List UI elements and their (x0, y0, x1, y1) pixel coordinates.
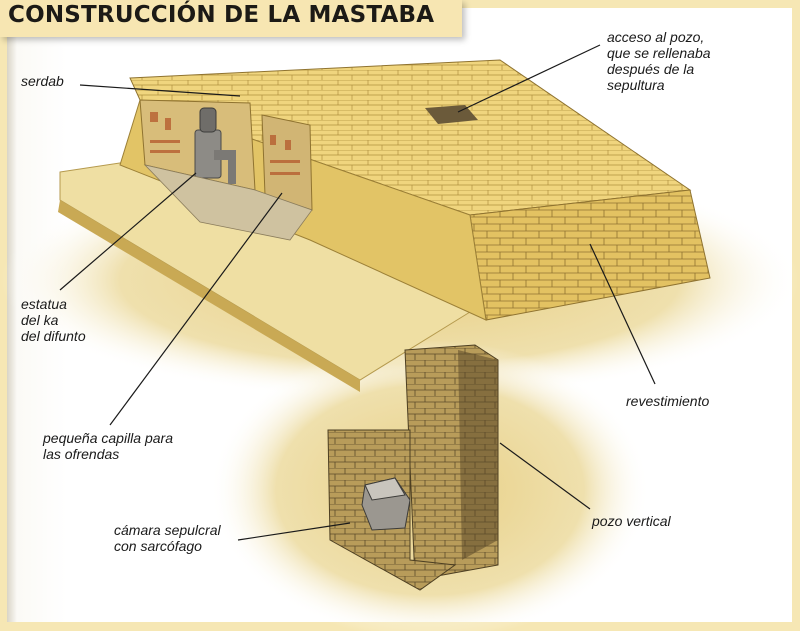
title-banner: CONSTRUCCIÓN DE LA MASTABA (0, 0, 462, 37)
label-revestimiento: revestimiento (626, 393, 709, 409)
courtyard-edge (58, 200, 360, 392)
label-line: serdab (21, 73, 64, 89)
shaft-inner-shadow (458, 350, 498, 560)
label-line: con sarcófago (114, 538, 202, 554)
ka-statue (194, 107, 236, 184)
leader-revestimiento (589, 243, 656, 385)
label-line: pozo vertical (592, 513, 671, 529)
shaft-opening (425, 105, 478, 124)
label-line: que se rellenaba (607, 45, 711, 61)
label-estatua-ka: estatua del ka del difunto (21, 296, 86, 344)
leader-estatua (59, 172, 197, 291)
label-line: cámara sepulcral (114, 522, 221, 538)
leader-acceso (457, 44, 601, 113)
leader-pozo (499, 442, 591, 510)
label-line: estatua (21, 296, 67, 312)
label-camara-sepulcral: cámara sepulcral con sarcófago (114, 522, 221, 554)
sarcophagus (361, 477, 411, 531)
label-line: pequeña capilla para (43, 430, 173, 446)
leader-camara (237, 522, 351, 541)
label-capilla: pequeña capilla para las ofrendas (43, 430, 173, 462)
label-acceso-pozo: acceso al pozo, que se rellenaba después… (607, 29, 711, 93)
label-line: después de la (607, 61, 695, 77)
leader-serdab (79, 84, 241, 97)
label-line: acceso al pozo, (607, 29, 705, 45)
label-line: las ofrendas (43, 446, 120, 462)
label-line: revestimiento (626, 393, 710, 409)
wall-paintings (150, 112, 300, 175)
leader-capilla (109, 192, 283, 426)
label-line: del ka (21, 312, 59, 328)
label-pozo-vertical: pozo vertical (592, 513, 671, 529)
label-line: sepultura (607, 77, 665, 93)
chapel-floor (143, 164, 313, 241)
diagram-title: CONSTRUCCIÓN DE LA MASTABA (8, 2, 435, 28)
label-line: del difunto (21, 328, 86, 344)
label-serdab: serdab (21, 73, 64, 89)
